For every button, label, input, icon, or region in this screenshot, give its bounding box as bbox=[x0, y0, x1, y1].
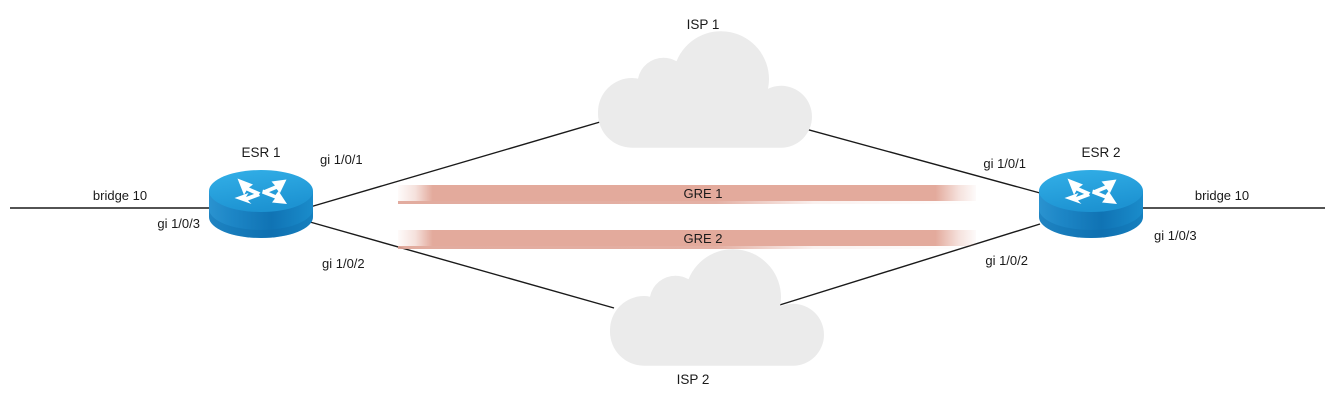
label-esr2-port-gi1-0-1: gi 1/0/1 bbox=[983, 156, 1026, 171]
label-esr1-port-gi1-0-3: gi 1/0/3 bbox=[157, 216, 200, 231]
label-esr1-port-gi1-0-2: gi 1/0/2 bbox=[322, 256, 365, 271]
gre-tunnel-2-bar bbox=[398, 230, 976, 246]
label-esr1-port-gi1-0-1: gi 1/0/1 bbox=[320, 152, 363, 167]
gre-tunnel-2: GRE 2 bbox=[398, 230, 976, 249]
router-icon bbox=[1039, 170, 1143, 238]
gre-tunnel-1-bar bbox=[398, 185, 976, 201]
link-esr1-isp1 bbox=[309, 121, 601, 208]
label-esr2-port-gi1-0-2: gi 1/0/2 bbox=[985, 253, 1028, 268]
gre-tunnel-1-label: GRE 1 bbox=[683, 186, 722, 201]
node-isp2-label: ISP 2 bbox=[677, 372, 710, 387]
link-isp1-esr2 bbox=[779, 121, 1041, 194]
label-esr1-bridge10: bridge 10 bbox=[93, 188, 147, 203]
node-isp1-label: ISP 1 bbox=[687, 17, 720, 32]
node-esr2[interactable]: ESR 2 bbox=[1039, 145, 1143, 238]
router-icon bbox=[209, 170, 313, 238]
gre-tunnel-2-label: GRE 2 bbox=[683, 231, 722, 246]
link-isp2-esr2 bbox=[769, 223, 1041, 309]
gre-tunnel-2-underline bbox=[398, 246, 976, 249]
link-lines bbox=[10, 121, 1325, 309]
gre-tunnel-1: GRE 1 bbox=[398, 185, 976, 204]
edge-labels: bridge 10 gi 1/0/3 gi 1/0/1 gi 1/0/2 gi … bbox=[93, 152, 1249, 271]
label-esr2-bridge10: bridge 10 bbox=[1195, 188, 1249, 203]
cloud-icon bbox=[610, 249, 824, 366]
node-esr2-label: ESR 2 bbox=[1081, 145, 1120, 160]
node-isp2[interactable]: ISP 2 bbox=[610, 249, 824, 387]
node-esr1-label: ESR 1 bbox=[241, 145, 280, 160]
gre-tunnel-1-underline bbox=[398, 201, 976, 204]
node-esr1[interactable]: ESR 1 bbox=[209, 145, 313, 238]
label-esr2-port-gi1-0-3: gi 1/0/3 bbox=[1154, 228, 1197, 243]
link-esr1-isp2 bbox=[309, 221, 615, 309]
node-isp1[interactable]: ISP 1 bbox=[598, 17, 812, 148]
cloud-icon bbox=[598, 31, 812, 148]
